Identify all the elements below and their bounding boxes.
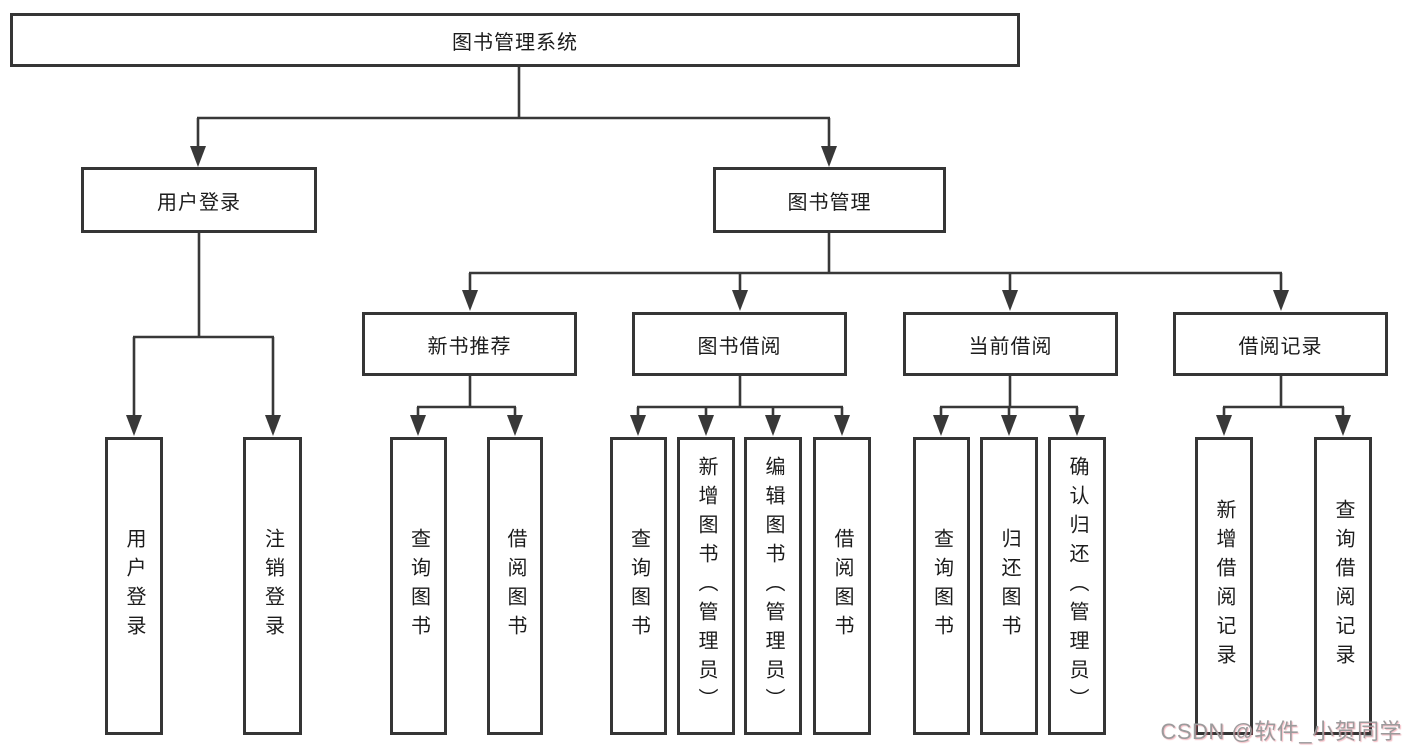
node-borrow-records: 借阅记录 (1173, 312, 1388, 376)
node-current-borrowing: 当前借阅 (903, 312, 1118, 376)
node-label: 确认归还（管理员） (1066, 455, 1088, 717)
node-leaf-return-book: 归还图书 (980, 437, 1038, 735)
node-leaf-borrow-books: 借阅图书 (813, 437, 871, 735)
node-label: 用户登录 (123, 528, 145, 644)
arrowheads (126, 146, 1351, 436)
node-leaf-borrow-books-recommend: 借阅图书 (487, 437, 543, 735)
node-leaf-query-books-current: 查询图书 (913, 437, 970, 735)
node-leaf-add-borrow-record: 新增借阅记录 (1195, 437, 1253, 735)
node-label: 用户登录 (157, 191, 241, 214)
node-label: 图书借阅 (697, 335, 782, 358)
node-label: 查询图书 (930, 528, 953, 644)
node-label: 查询图书 (407, 528, 430, 644)
node-label: 注销登录 (261, 528, 284, 644)
node-user-login: 用户登录 (81, 167, 317, 233)
node-label: 查询图书 (627, 528, 650, 644)
node-label: 新书推荐 (427, 335, 512, 358)
node-label: 新增借阅记录 (1213, 499, 1235, 673)
node-label: 图书管理系统 (452, 31, 578, 54)
node-leaf-query-books-borrow: 查询图书 (610, 437, 667, 735)
node-label: 当前借阅 (968, 335, 1053, 358)
node-book-management: 图书管理 (713, 167, 946, 233)
node-root-book-management-system: 图书管理系统 (10, 13, 1020, 67)
node-label: 借阅记录 (1238, 335, 1323, 358)
node-leaf-user-login: 用户登录 (105, 437, 163, 735)
node-leaf-confirm-return-admin: 确认归还（管理员） (1048, 437, 1106, 735)
node-label: 归还图书 (998, 528, 1020, 644)
node-label: 图书管理 (787, 191, 872, 214)
node-label: 借阅图书 (831, 528, 853, 644)
node-leaf-logout: 注销登录 (243, 437, 302, 735)
node-label: 编辑图书（管理员） (762, 455, 784, 717)
node-leaf-query-books-recommend: 查询图书 (390, 437, 447, 735)
node-book-borrowing: 图书借阅 (632, 312, 847, 376)
node-leaf-add-book-admin: 新增图书（管理员） (677, 437, 735, 735)
node-leaf-query-borrow-record: 查询借阅记录 (1314, 437, 1372, 735)
node-new-book-recommend: 新书推荐 (362, 312, 577, 376)
node-label: 查询借阅记录 (1332, 499, 1354, 673)
node-leaf-edit-book-admin: 编辑图书（管理员） (744, 437, 802, 735)
node-label: 新增图书（管理员） (695, 455, 717, 717)
node-label: 借阅图书 (504, 528, 526, 644)
